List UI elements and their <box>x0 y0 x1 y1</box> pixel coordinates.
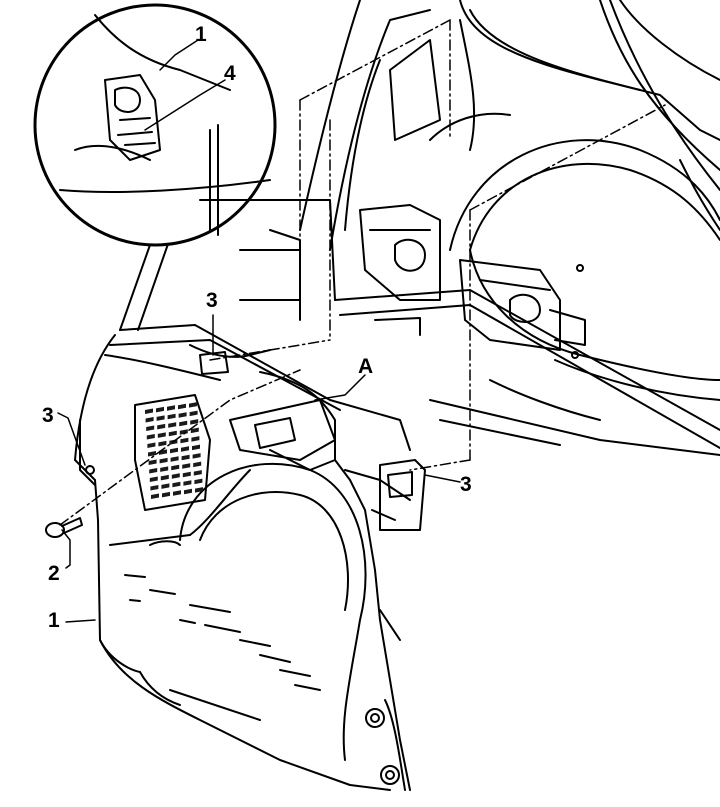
grille-slat <box>183 480 192 486</box>
grille-slat <box>171 473 180 479</box>
grille-slat <box>148 459 157 465</box>
grille-slat <box>158 440 167 447</box>
grille-slat <box>178 412 187 418</box>
callout-3-left: 3 <box>42 404 54 427</box>
grille-slat <box>190 427 199 434</box>
grille-slat <box>189 410 198 417</box>
grille-slat <box>178 403 186 410</box>
grille-slat <box>168 422 177 428</box>
grille-slat <box>157 432 166 438</box>
assembly-lines <box>59 19 666 526</box>
grille-slat <box>161 483 170 489</box>
grille-slat <box>172 481 181 488</box>
callout-a: A <box>358 355 374 378</box>
grille-slat <box>195 487 203 493</box>
grille-slat <box>157 423 166 430</box>
grille-slat <box>156 415 165 421</box>
grille-slat <box>170 447 178 454</box>
callout-1-panel: 1 <box>48 609 60 632</box>
grille-slat <box>170 456 179 462</box>
grille-slat <box>160 474 169 481</box>
grille-slat <box>191 436 200 442</box>
vent-grille <box>145 402 203 499</box>
grille-slat <box>180 437 189 444</box>
grille-slat <box>182 463 191 469</box>
callout-leaders <box>57 39 461 623</box>
trim-panel <box>74 324 426 791</box>
grille-slat <box>168 430 177 437</box>
grille-slat <box>146 434 155 440</box>
callout-4-inset: 4 <box>224 62 236 85</box>
grille-slat <box>193 461 202 468</box>
callout-1-inset: 1 <box>195 23 207 46</box>
grille-slat <box>159 457 168 464</box>
grille-slat <box>145 417 154 423</box>
grille-slat <box>173 490 181 496</box>
grille-slat <box>192 444 200 451</box>
grille-slat <box>167 405 175 411</box>
grille-slat <box>156 406 164 413</box>
grille-slat <box>182 471 191 478</box>
callout-3-right: 3 <box>460 473 472 496</box>
grille-slat <box>193 470 202 476</box>
grille-slat <box>150 485 159 491</box>
grille-slat <box>179 420 188 427</box>
grille-slat <box>181 446 189 452</box>
grille-slat <box>148 451 156 457</box>
grille-slat <box>145 408 153 414</box>
grille-slat <box>194 478 203 485</box>
grille-slat <box>146 425 155 431</box>
grille-slat <box>162 491 170 498</box>
grille-slat <box>151 493 159 499</box>
grille-slat <box>160 466 169 472</box>
grille-slat <box>189 402 197 408</box>
grille-slat <box>149 468 158 474</box>
grille-slat <box>184 488 192 495</box>
callout-2-screw: 2 <box>48 562 60 585</box>
grille-slat <box>192 453 201 459</box>
grille-slat <box>167 413 176 420</box>
callout-3-center: 3 <box>206 289 218 312</box>
grille-slat <box>147 442 156 448</box>
grille-slat <box>149 476 158 482</box>
screw-part <box>45 517 83 538</box>
vehicle-body-outline <box>199 0 720 456</box>
grille-slat <box>190 419 199 425</box>
grille-slat <box>171 464 180 471</box>
detail-inset <box>33 3 277 331</box>
grille-slat <box>181 454 190 461</box>
